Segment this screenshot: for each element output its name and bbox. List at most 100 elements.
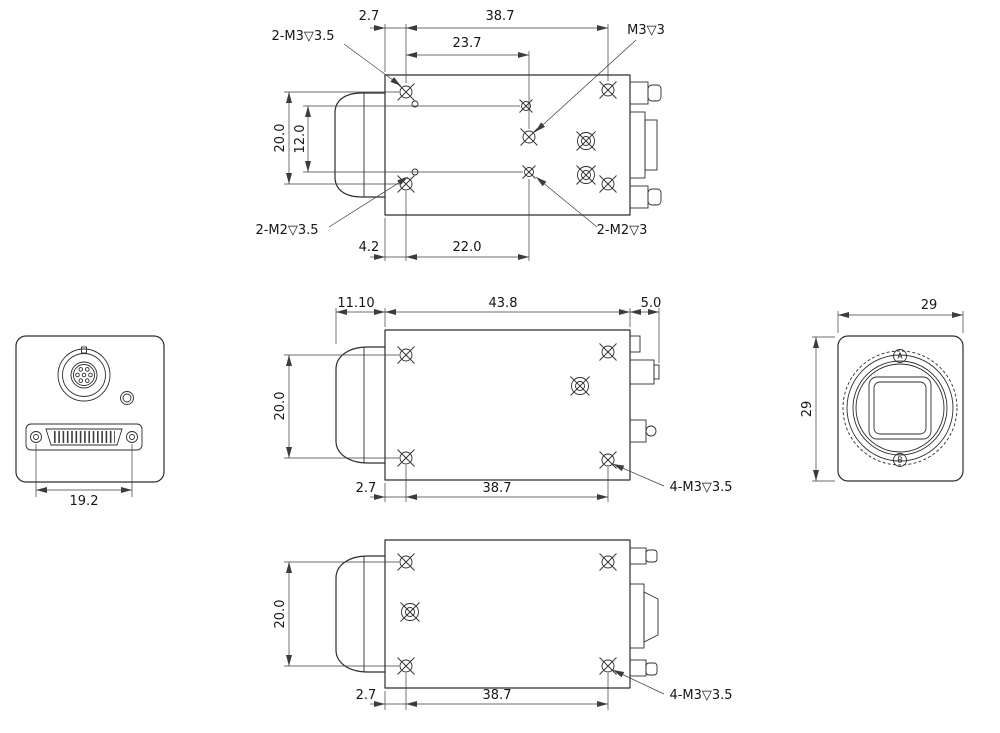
front-dim-29-width: 29: [921, 298, 938, 313]
top-view-screws: [397, 81, 617, 193]
top-label-2-m2-depth-3: 2-M2▽3: [597, 223, 648, 238]
bottom-dim-20-0: 20.0: [273, 600, 288, 629]
screw-hole-symbol: [519, 99, 533, 113]
data-connector-shell: [25, 423, 143, 451]
jack-screw-post: [629, 185, 649, 209]
side-label-4-m3-depth: 4-M3▽3.5: [669, 480, 732, 495]
bottom-view-outline: [335, 539, 659, 689]
screw-hole-symbol: [599, 657, 617, 675]
power-connector-ring: [73, 364, 95, 386]
top-view-outline: [334, 74, 662, 216]
phillips-screw-symbol: [570, 376, 590, 396]
front-view-dimensions: 29 29: [800, 298, 964, 482]
side-view-dimensions: 11.10 43.8 5.0 20.0 2.7 38.7 4-M3▽3.5: [273, 296, 733, 502]
connector-pins: [75, 367, 93, 383]
data-connector-dshape: [45, 428, 123, 446]
camera-body-outline: [384, 539, 631, 689]
leader-line: [343, 43, 402, 87]
front-view: A B 29 29: [800, 298, 964, 482]
screw-hole-symbol: [599, 81, 617, 99]
mount-screw-a-label: A: [897, 352, 903, 361]
bottom-view-screws: [397, 553, 617, 675]
phillips-screw-symbol: [400, 602, 420, 622]
io-connector-shell: [644, 119, 658, 171]
sensor-window-inner: [873, 381, 927, 435]
lens-mount-ring: [852, 360, 948, 456]
screw-hole-symbol: [599, 451, 617, 469]
side-dim-11-10: 11.10: [337, 296, 374, 311]
top-dim-12-0: 12.0: [293, 125, 308, 154]
power-connector-ring: [57, 348, 111, 402]
phillips-screw-symbol: [576, 165, 596, 185]
screw-hole-symbol: [397, 657, 415, 675]
screw-hole-symbol: [397, 346, 415, 364]
jack-screw-cap: [645, 549, 658, 563]
lens-outline: [334, 92, 386, 198]
side-view-screws: [397, 343, 617, 469]
top-view-dimensions: 2.7 38.7 23.7 2-M3▽3.5 M3▽3 20.0 12.0 2-…: [255, 9, 665, 261]
bottom-label-4-m3-depth: 4-M3▽3.5: [669, 688, 732, 703]
jack-screw-post: [629, 659, 647, 677]
leader-line: [328, 176, 409, 228]
side-dim-38-7: 38.7: [483, 481, 512, 496]
back-view-outline: [15, 335, 165, 483]
io-connector-body: [629, 583, 645, 649]
connector-keyway: [81, 346, 87, 354]
bottom-dim-2-7: 2.7: [356, 688, 377, 703]
connector-screw: [126, 431, 138, 443]
connector-screw-inner: [129, 434, 135, 440]
lens-mount-ring: [846, 354, 954, 462]
front-panel-outline: [837, 335, 964, 482]
bottom-dim-38-7: 38.7: [483, 688, 512, 703]
screw-hole-symbol: [520, 128, 538, 146]
status-led: [120, 391, 134, 405]
bottom-view: 20.0 2.7 38.7 4-M3▽3.5: [273, 539, 733, 710]
bottom-view-dimensions: 20.0 2.7 38.7 4-M3▽3.5: [273, 561, 733, 710]
side-dim-43-8: 43.8: [489, 296, 518, 311]
jack-screw-cap: [647, 188, 662, 206]
screw-hole-symbol: [397, 449, 415, 467]
jack-screw-cap: [645, 662, 658, 676]
side-dim-20-0: 20.0: [273, 392, 288, 421]
jack-screw-post: [629, 547, 647, 565]
connector-screw-inner: [33, 434, 39, 440]
screw-hole-symbol: [397, 553, 415, 571]
back-view: 19.2: [15, 335, 165, 509]
jack-screw-side: [629, 419, 647, 443]
back-dim-19-2: 19.2: [70, 494, 99, 509]
io-connector-shell: [643, 591, 659, 643]
screw-hole-symbol: [599, 343, 617, 361]
screw-hole-symbol: [599, 175, 617, 193]
sensor-window-outline: [868, 376, 932, 440]
jack-screw-knob: [645, 425, 657, 437]
top-dim-20-0: 20.0: [273, 124, 288, 153]
top-label-2-m2-depth-3-5: 2-M2▽3.5: [255, 223, 318, 238]
power-connector-ring: [70, 361, 98, 389]
screw-hole-symbol: [397, 83, 415, 101]
back-panel-outline: [15, 335, 165, 483]
front-dim-29-height: 29: [800, 401, 815, 418]
top-label-2-m3-depth: 2-M3▽3.5: [271, 29, 334, 44]
screw-hole-symbol: [599, 553, 617, 571]
power-connector-ring: [62, 353, 106, 397]
lens-outline: [335, 346, 386, 464]
front-view-outline: A B: [837, 335, 964, 482]
side-dim-5-0: 5.0: [641, 296, 662, 311]
leader-line: [612, 463, 665, 487]
lens-outline: [335, 555, 386, 673]
top-dim-2-7: 2.7: [359, 9, 380, 24]
phillips-screw-symbol: [576, 131, 596, 151]
side-view: 11.10 43.8 5.0 20.0 2.7 38.7 4-M3▽3.5: [273, 296, 733, 502]
side-view-outline: [335, 329, 660, 481]
status-led-inner: [122, 393, 132, 403]
mount-screw-b: [893, 453, 907, 467]
top-dim-38-7: 38.7: [486, 9, 515, 24]
leader-line: [534, 39, 637, 133]
top-label-m3-depth: M3▽3: [627, 23, 665, 38]
io-connector-body: [629, 111, 646, 179]
leader-line: [612, 669, 665, 695]
camera-body-outline: [384, 329, 631, 481]
mount-screw-b-label: B: [897, 456, 902, 465]
